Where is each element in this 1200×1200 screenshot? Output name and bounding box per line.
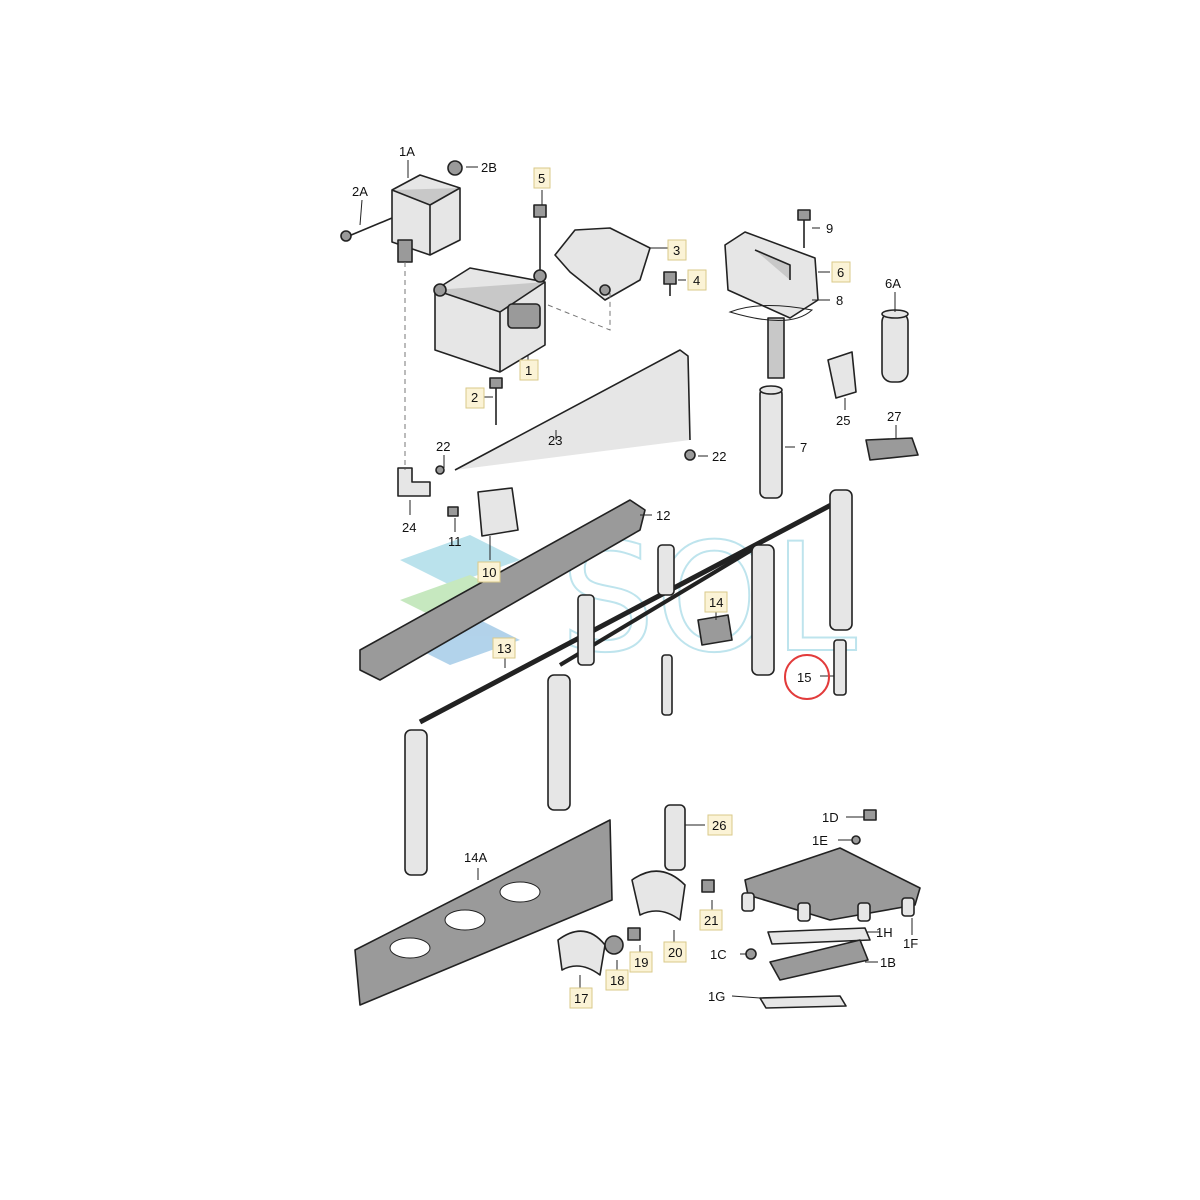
part-23-hose bbox=[454, 349, 691, 471]
part-1D-bolt bbox=[863, 809, 877, 821]
part-14-wire-holder bbox=[697, 614, 733, 646]
label-21: 21 bbox=[704, 913, 718, 928]
label-4: 4 bbox=[693, 273, 700, 288]
part-1-coil-pack bbox=[433, 267, 547, 373]
glow-plug bbox=[661, 654, 673, 716]
label-1H: 1H bbox=[876, 925, 893, 940]
label-19: 19 bbox=[634, 955, 648, 970]
label-6A: 6A bbox=[885, 276, 901, 291]
part-2-bolt bbox=[489, 377, 503, 425]
label-14: 14 bbox=[709, 595, 723, 610]
part-27-connector bbox=[865, 437, 919, 461]
label-3: 3 bbox=[673, 243, 680, 258]
label-13: 13 bbox=[497, 641, 511, 656]
part-22-clip-right bbox=[684, 449, 696, 461]
label-1C: 1C bbox=[710, 947, 727, 962]
label-25: 25 bbox=[836, 413, 850, 428]
part-24-elbow bbox=[397, 467, 431, 497]
label-11: 11 bbox=[448, 534, 462, 549]
part-26-sensor bbox=[664, 804, 686, 871]
part-5-bolt bbox=[533, 204, 547, 270]
label-2B: 2B bbox=[481, 160, 497, 175]
part-15-spark-plug bbox=[833, 639, 847, 696]
part-1C-nut bbox=[745, 948, 757, 960]
part-8-gasket bbox=[728, 305, 814, 321]
label-1G: 1G bbox=[708, 989, 725, 1004]
part-25-clip bbox=[827, 351, 857, 399]
label-1E: 1E bbox=[812, 833, 828, 848]
part-11-bolt bbox=[447, 506, 459, 517]
label-22-left: 22 bbox=[436, 439, 450, 454]
part-12-gasket bbox=[359, 499, 646, 681]
part-1B-cover bbox=[769, 939, 869, 981]
label-27: 27 bbox=[887, 409, 901, 424]
highlight-circle-15 bbox=[784, 654, 830, 700]
part-17-sleeve bbox=[557, 930, 606, 976]
part-1A-ignition-coil bbox=[391, 174, 461, 263]
part-labels: 1A 2B 2A 5 3 4 9 6 8 6A 1 2 25 27 23 7 2… bbox=[352, 144, 918, 1009]
leader-lines bbox=[359, 160, 913, 999]
part-13-ignition-lead-set bbox=[404, 489, 853, 876]
part-21-bolt bbox=[701, 879, 715, 893]
label-7: 7 bbox=[800, 440, 807, 455]
part-2A-bolt bbox=[340, 217, 393, 242]
part-1E-washer bbox=[851, 835, 861, 845]
part-3-bracket bbox=[554, 227, 651, 301]
label-1B: 1B bbox=[880, 955, 896, 970]
label-8: 8 bbox=[836, 293, 843, 308]
label-10: 10 bbox=[482, 565, 496, 580]
label-2: 2 bbox=[471, 390, 478, 405]
part-18-washer bbox=[604, 935, 624, 955]
part-22-clip-left bbox=[435, 465, 445, 475]
label-17: 17 bbox=[574, 991, 588, 1006]
label-1: 1 bbox=[525, 363, 532, 378]
label-6: 6 bbox=[837, 265, 844, 280]
part-1H-seal bbox=[767, 927, 871, 945]
label-15: 15 bbox=[797, 670, 811, 685]
label-24: 24 bbox=[402, 520, 416, 535]
label-2A: 2A bbox=[352, 184, 368, 199]
label-20: 20 bbox=[668, 945, 682, 960]
part-1G-gasket bbox=[759, 995, 847, 1009]
label-1A: 1A bbox=[399, 144, 415, 159]
label-22-right: 22 bbox=[712, 449, 726, 464]
label-1F: 1F bbox=[903, 936, 918, 951]
label-5: 5 bbox=[538, 171, 545, 186]
label-26: 26 bbox=[712, 818, 726, 833]
label-1D: 1D bbox=[822, 810, 839, 825]
label-23: 23 bbox=[548, 433, 562, 448]
part-20-bracket bbox=[631, 870, 686, 921]
label-14A: 14A bbox=[464, 850, 487, 865]
part-4-bolt bbox=[663, 271, 677, 296]
part-6A-cylinder bbox=[881, 309, 909, 383]
part-9-bolt bbox=[797, 209, 811, 248]
label-12: 12 bbox=[656, 508, 670, 523]
part-7-spark-plug-connector bbox=[759, 385, 783, 499]
part-14A-cover bbox=[354, 819, 613, 1006]
part-1F-coil-assembly bbox=[741, 847, 921, 922]
label-9: 9 bbox=[826, 221, 833, 236]
label-18: 18 bbox=[610, 973, 624, 988]
part-2B-nut bbox=[447, 160, 463, 176]
part-19-bolt bbox=[627, 927, 641, 941]
part-10-sensor bbox=[477, 487, 519, 537]
